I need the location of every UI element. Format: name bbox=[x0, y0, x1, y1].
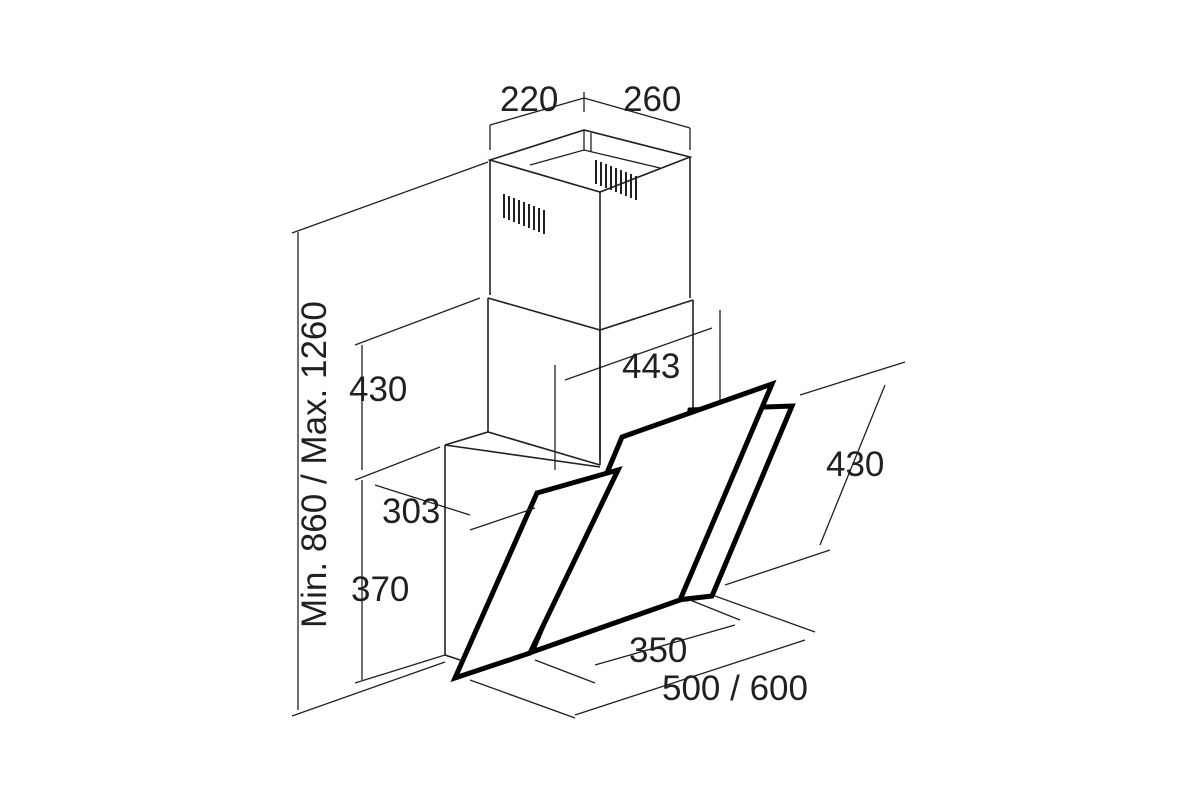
dim-width: 500 / 600 bbox=[662, 669, 808, 708]
dim-total-height: Min. 860 / Max. 1260 bbox=[295, 301, 334, 628]
vent-slots-left bbox=[503, 194, 545, 234]
dim-chimney-width: 260 bbox=[623, 80, 681, 119]
glass-panels bbox=[450, 379, 796, 683]
hood-body bbox=[444, 330, 601, 661]
dimension-lines bbox=[291, 92, 906, 719]
dim-lower-height: 370 bbox=[351, 570, 409, 609]
dim-hood-depth-top: 443 bbox=[622, 347, 680, 386]
dim-glass-height: 430 bbox=[826, 445, 884, 484]
dimension-labels: 220 260 Min. 860 / Max. 1260 430 443 430… bbox=[295, 80, 884, 708]
dim-chimney-depth: 220 bbox=[500, 80, 558, 119]
glass-bottom-panel bbox=[450, 466, 623, 683]
dim-body-depth: 303 bbox=[382, 492, 440, 531]
vent-slots-right bbox=[595, 160, 637, 200]
chimney-upper bbox=[487, 129, 693, 330]
dim-upper-height: 430 bbox=[349, 370, 407, 409]
dim-base-depth: 350 bbox=[629, 631, 687, 670]
